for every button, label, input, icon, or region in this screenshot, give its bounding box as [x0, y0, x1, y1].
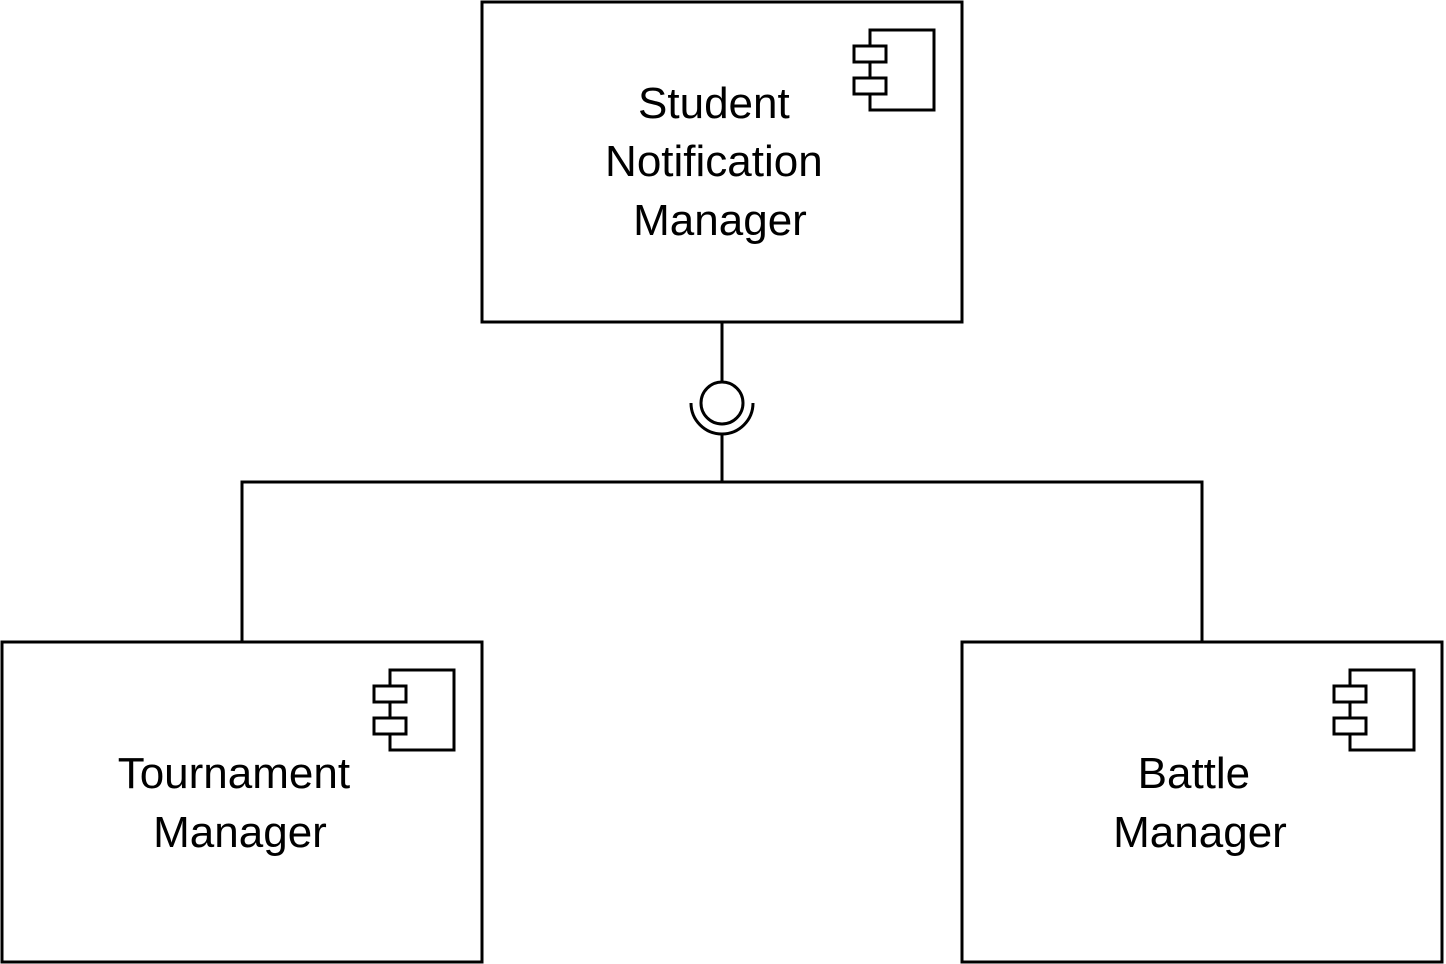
component-icon [852, 28, 936, 112]
label-line: Manager [1113, 808, 1287, 857]
component-label: Battle Manager [1113, 749, 1287, 857]
component-tournament-manager[interactable]: Tournament Manager [0, 640, 484, 964]
component-label: Student Notification Manager [605, 79, 835, 245]
label-line: Student [638, 79, 790, 128]
label-line: Notification [605, 137, 823, 186]
connector-bus [240, 480, 1204, 642]
component-student-notification-manager[interactable]: Student Notification Manager [480, 0, 964, 324]
label-line: Manager [633, 196, 807, 245]
label-line: Tournament [118, 749, 350, 798]
provided-interface-ball [699, 380, 745, 426]
component-label: Tournament Manager [118, 749, 363, 857]
component-icon [372, 668, 456, 752]
component-icon [1332, 668, 1416, 752]
required-interface-socket [689, 402, 755, 436]
label-line: Battle [1138, 749, 1251, 798]
component-battle-manager[interactable]: Battle Manager [960, 640, 1444, 964]
interface-connector [240, 322, 1204, 642]
label-line: Manager [153, 808, 327, 857]
